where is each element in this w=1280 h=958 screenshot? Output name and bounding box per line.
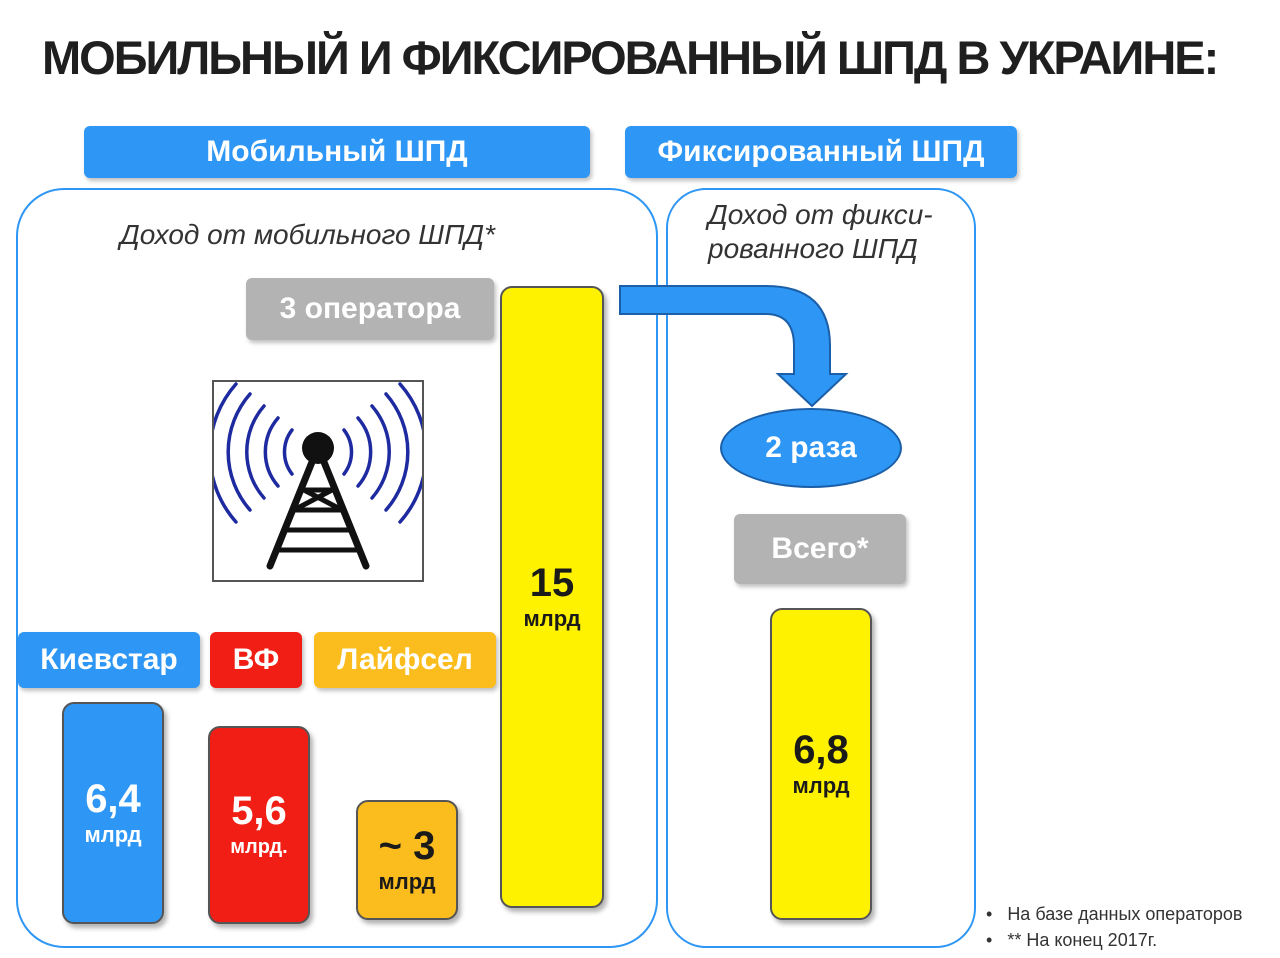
curved-arrow-icon [616, 282, 852, 410]
radio-tower-icon [208, 380, 428, 582]
bar-fixed-total-unit: млрд [792, 773, 850, 798]
mobile-header: Мобильный ШПД [84, 126, 590, 178]
bar-lifecell-unit: млрд [378, 869, 436, 894]
operator-tag-vf: ВФ [210, 632, 302, 688]
ratio-ellipse: 2 раза [720, 408, 902, 488]
bar-vf: 5,6 млрд. [208, 726, 310, 924]
fixed-caption-line-1: Доход от фикси- [708, 199, 933, 230]
fixed-caption-line-2: рованного ШПД [708, 233, 918, 264]
bar-fixed-total-value: 6,8 [793, 728, 849, 772]
bar-mobile-total-unit: млрд [523, 606, 581, 631]
ratio-label: 2 раза [765, 431, 857, 464]
bar-vf-value: 5,6 [231, 789, 287, 833]
footnote-2: • ** На конец 2017г. [986, 930, 1280, 951]
fixed-total-tag: Всего* [734, 514, 906, 584]
footnote-bullet-2: • [986, 930, 1008, 950]
bar-kyivstar-value: 6,4 [85, 777, 141, 821]
footnote-2-text: ** На конец 2017г. [1007, 930, 1158, 950]
bar-mobile-total: 15 млрд [500, 286, 604, 908]
bar-lifecell-value: ~ 3 [378, 824, 436, 868]
operator-tag-lifecell: Лайфсел [314, 632, 496, 688]
operators-count-tag: 3 оператора [246, 278, 494, 340]
operator-tag-kyivstar: Киевстар [18, 632, 200, 688]
bar-kyivstar-unit: млрд [84, 822, 142, 847]
bar-vf-unit: млрд. [230, 836, 288, 858]
footnote-1-text: На базе данных операторов [1007, 904, 1243, 924]
bar-mobile-total-value: 15 [529, 561, 575, 605]
mobile-caption: Доход от мобильного ШПД* [120, 219, 495, 250]
bar-fixed-total: 6,8 млрд [770, 608, 872, 920]
fixed-header: Фиксированный ШПД [625, 126, 1017, 178]
footnote-1: • На базе данных операторов [986, 904, 1280, 925]
bar-lifecell: ~ 3 млрд [356, 800, 458, 920]
page-title: МОБИЛЬНЫЙ И ФИКСИРОВАННЫЙ ШПД В УКРАИНЕ: [42, 31, 1219, 84]
footnote-bullet-1: • [986, 904, 1008, 924]
bar-kyivstar: 6,4 млрд [62, 702, 164, 924]
